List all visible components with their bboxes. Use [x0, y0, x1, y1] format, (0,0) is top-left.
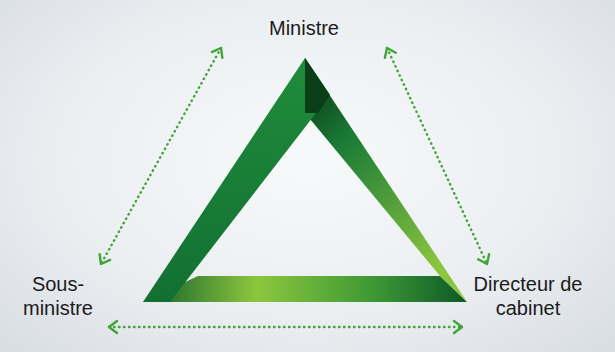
dotted-double-arrow	[387, 48, 487, 264]
left-band	[143, 58, 330, 302]
bottom-band	[143, 276, 467, 302]
right-band	[305, 58, 467, 302]
role-name: Sous-ministre	[17, 272, 99, 320]
role-label: Directeur de cabinet	[462, 264, 602, 334]
role-name: Directeur de cabinet	[464, 272, 592, 320]
dotted-double-arrow	[109, 326, 462, 328]
role-label: Ministre	[221, 8, 387, 48]
role-label: Sous-ministre	[7, 264, 109, 334]
dotted-double-arrow	[101, 48, 221, 264]
apex-shade	[305, 58, 330, 113]
role-name: Ministre	[249, 16, 359, 40]
